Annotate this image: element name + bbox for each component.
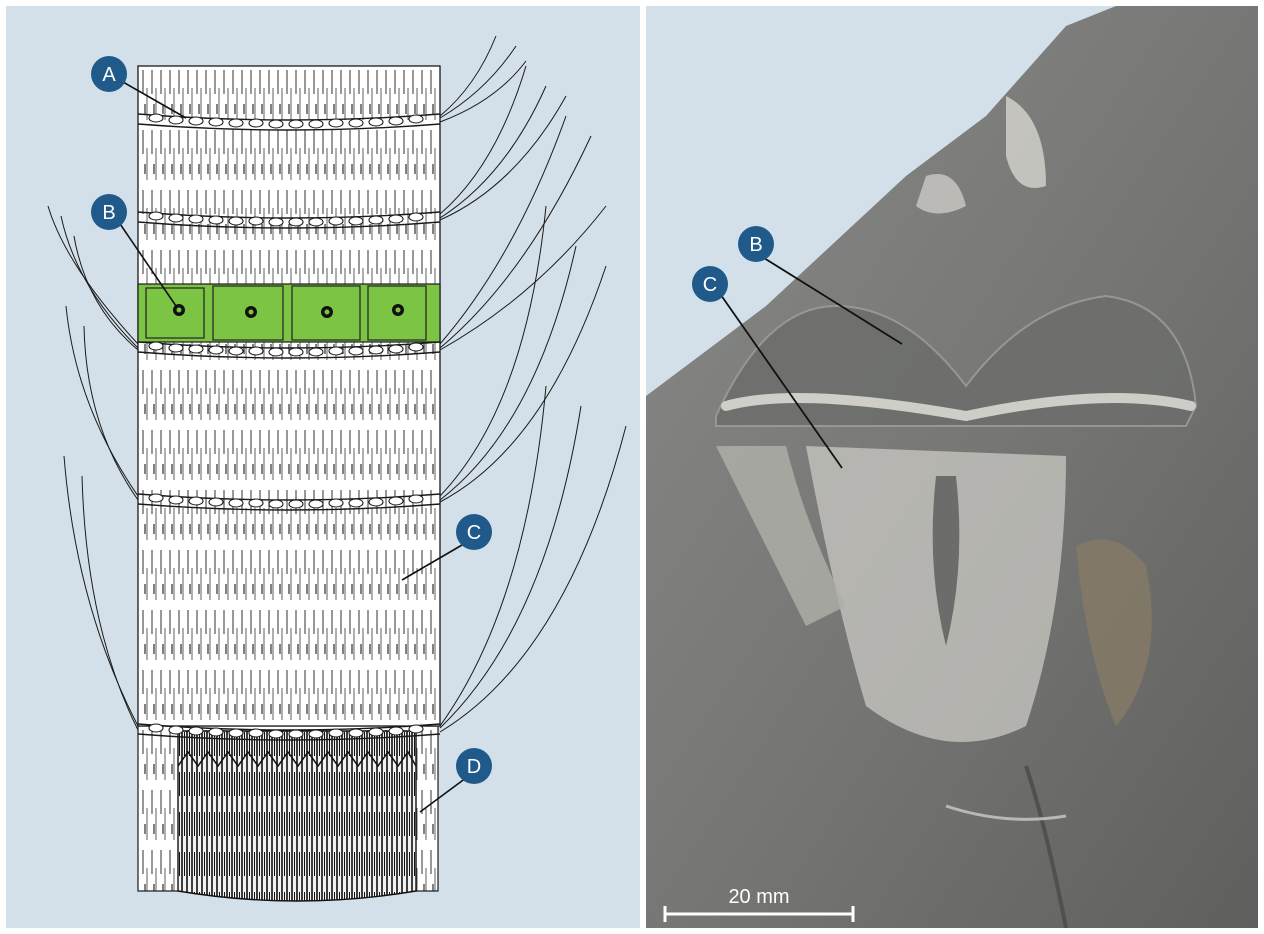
svg-text:C: C bbox=[467, 522, 481, 544]
lower-stem bbox=[138, 726, 438, 901]
svg-text:A: A bbox=[102, 64, 116, 86]
svg-text:D: D bbox=[467, 756, 481, 778]
marker-A: A bbox=[91, 56, 127, 92]
fossil-photo: B C 20 mm bbox=[646, 6, 1258, 928]
marker-D: D bbox=[456, 748, 492, 784]
stem-illustration: A B C D bbox=[6, 6, 640, 928]
svg-text:B: B bbox=[749, 234, 762, 256]
illustration-panel: A B C D bbox=[6, 6, 640, 928]
stem-body bbox=[138, 66, 440, 726]
photo-marker-C: C bbox=[692, 266, 728, 302]
scale-bar-label: 20 mm bbox=[728, 886, 789, 908]
marker-C: C bbox=[456, 514, 492, 550]
highlighted-sporangiophore-ring bbox=[138, 284, 440, 342]
photo-marker-B: B bbox=[738, 226, 774, 262]
svg-text:C: C bbox=[703, 274, 717, 296]
svg-text:B: B bbox=[102, 202, 115, 224]
fossil-photo-panel: B C 20 mm bbox=[646, 6, 1258, 928]
marker-B: B bbox=[91, 194, 127, 230]
